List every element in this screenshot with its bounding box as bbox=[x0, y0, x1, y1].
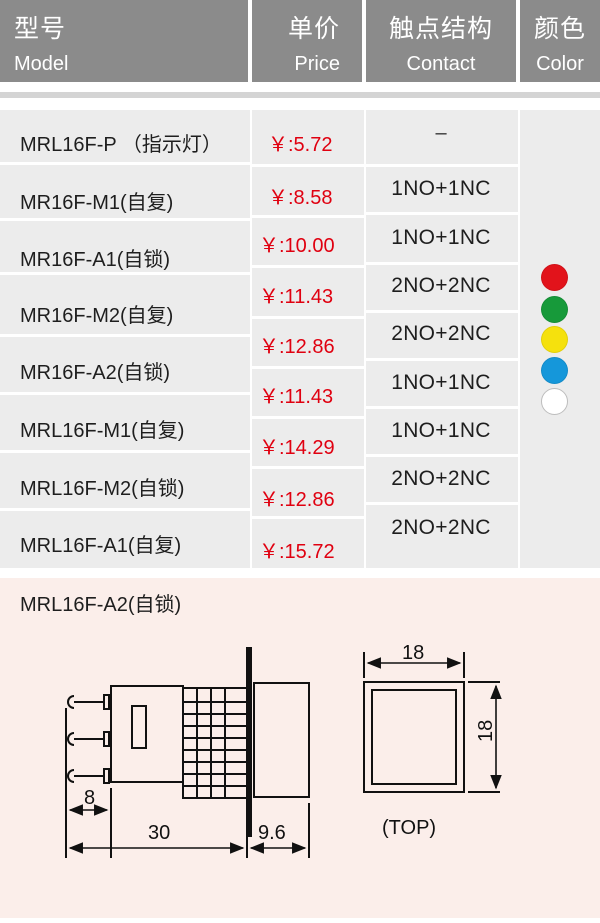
row-divider bbox=[252, 265, 364, 268]
row-divider bbox=[252, 164, 364, 167]
row-divider bbox=[0, 162, 250, 165]
contact-value: 2NO+2NC bbox=[391, 516, 491, 539]
contact-value: 1NO+1NC bbox=[391, 226, 491, 249]
contact-value: 2NO+2NC bbox=[391, 274, 491, 297]
row-divider bbox=[252, 316, 364, 319]
row-divider bbox=[366, 262, 518, 265]
dim-top-width: 18 bbox=[402, 642, 424, 664]
column-divider bbox=[518, 110, 520, 568]
price-value: ￥:15.72 bbox=[259, 541, 335, 563]
price-value: ￥:14.29 bbox=[259, 437, 335, 459]
dim-cap-length: 9.6 bbox=[258, 822, 286, 844]
price-value: ￥:10.00 bbox=[259, 235, 335, 257]
contact-value: 2NO+2NC bbox=[391, 322, 491, 345]
dim-body-length: 30 bbox=[148, 822, 170, 844]
contact-value: 1NO+1NC bbox=[391, 177, 491, 200]
row-divider bbox=[252, 215, 364, 218]
model-name: MR16F-A1(自锁) bbox=[20, 249, 171, 271]
row-divider bbox=[366, 310, 518, 313]
price-value: ￥:8.58 bbox=[268, 187, 333, 209]
contact-empty: – bbox=[435, 122, 447, 144]
header-divider bbox=[0, 92, 600, 98]
column-divider bbox=[364, 110, 366, 568]
header-model: 型号 Model bbox=[0, 0, 248, 82]
header-contact-en: Contact bbox=[406, 53, 476, 75]
drawing-panel: MRL16F-A2(自锁) bbox=[0, 578, 600, 918]
model-name: MRL16F-M2(自锁) bbox=[20, 478, 185, 500]
header-model-cn: 型号 bbox=[14, 15, 67, 43]
header-color: 颜色 Color bbox=[520, 0, 600, 82]
row-divider bbox=[252, 466, 364, 469]
row-divider bbox=[0, 334, 250, 337]
header-model-en: Model bbox=[14, 53, 69, 75]
header-price: 单价 Price bbox=[252, 0, 362, 82]
header-color-en: Color bbox=[536, 53, 584, 75]
model-name: MR16F-M1(自复) bbox=[20, 192, 174, 214]
row-divider bbox=[0, 392, 250, 395]
top-view-label: (TOP) bbox=[382, 817, 436, 839]
panel-plate bbox=[246, 647, 252, 837]
price-value: ￥:11.43 bbox=[259, 286, 334, 308]
model-name: MR16F-A2(自锁) bbox=[20, 362, 171, 384]
color-swatch-green bbox=[541, 296, 568, 323]
dim-top-height: 18 bbox=[475, 720, 497, 742]
row-divider bbox=[366, 212, 518, 215]
row-divider bbox=[0, 272, 250, 275]
model-name: MRL16F-A1(自复) bbox=[20, 535, 182, 557]
dim-pin-offset: 8 bbox=[84, 787, 95, 809]
price-table bbox=[0, 110, 600, 568]
model-name: MRL16F-P （指示灯） bbox=[20, 134, 222, 156]
contact-value: 1NO+1NC bbox=[391, 371, 491, 394]
row-divider bbox=[366, 164, 518, 167]
dimension-drawing: 18 18 (TOP) 8 30 9.6 bbox=[65, 642, 502, 858]
top-view-inner bbox=[371, 689, 457, 785]
model-name: MR16F-M2(自复) bbox=[20, 305, 174, 327]
row-divider bbox=[0, 450, 250, 453]
row-divider bbox=[252, 416, 364, 419]
color-swatch-blue bbox=[541, 357, 568, 384]
price-value: ￥:12.86 bbox=[259, 489, 335, 511]
switch-body-front bbox=[182, 687, 248, 799]
price-value: ￥:11.43 bbox=[259, 386, 334, 408]
header-contact-cn: 触点结构 bbox=[388, 15, 493, 43]
header-color-cn: 颜色 bbox=[533, 15, 586, 43]
model-name: MRL16F-M1(自复) bbox=[20, 420, 185, 442]
terminal-pins bbox=[67, 694, 110, 784]
row-divider bbox=[366, 406, 518, 409]
column-divider bbox=[250, 110, 252, 568]
row-divider bbox=[252, 366, 364, 369]
header-contact: 触点结构 Contact bbox=[366, 0, 516, 82]
row-divider bbox=[0, 508, 250, 511]
color-swatch-yellow bbox=[541, 326, 568, 353]
drawing-model-name: MRL16F-A2(自锁) bbox=[20, 594, 182, 616]
button-cap bbox=[253, 682, 310, 798]
row-divider bbox=[366, 502, 518, 505]
price-value: ￥:12.86 bbox=[259, 336, 335, 358]
price-value: ￥:5.72 bbox=[268, 134, 333, 156]
color-swatch-red bbox=[541, 264, 568, 291]
row-divider bbox=[252, 516, 364, 519]
contact-value: 1NO+1NC bbox=[391, 419, 491, 442]
header-price-en: Price bbox=[294, 53, 340, 75]
row-divider bbox=[366, 454, 518, 457]
row-divider bbox=[366, 358, 518, 361]
contact-value: 2NO+2NC bbox=[391, 467, 491, 490]
top-view-outer bbox=[363, 681, 465, 793]
color-swatch-white bbox=[541, 388, 568, 415]
header-price-cn: 单价 bbox=[287, 15, 340, 43]
row-divider bbox=[0, 218, 250, 221]
